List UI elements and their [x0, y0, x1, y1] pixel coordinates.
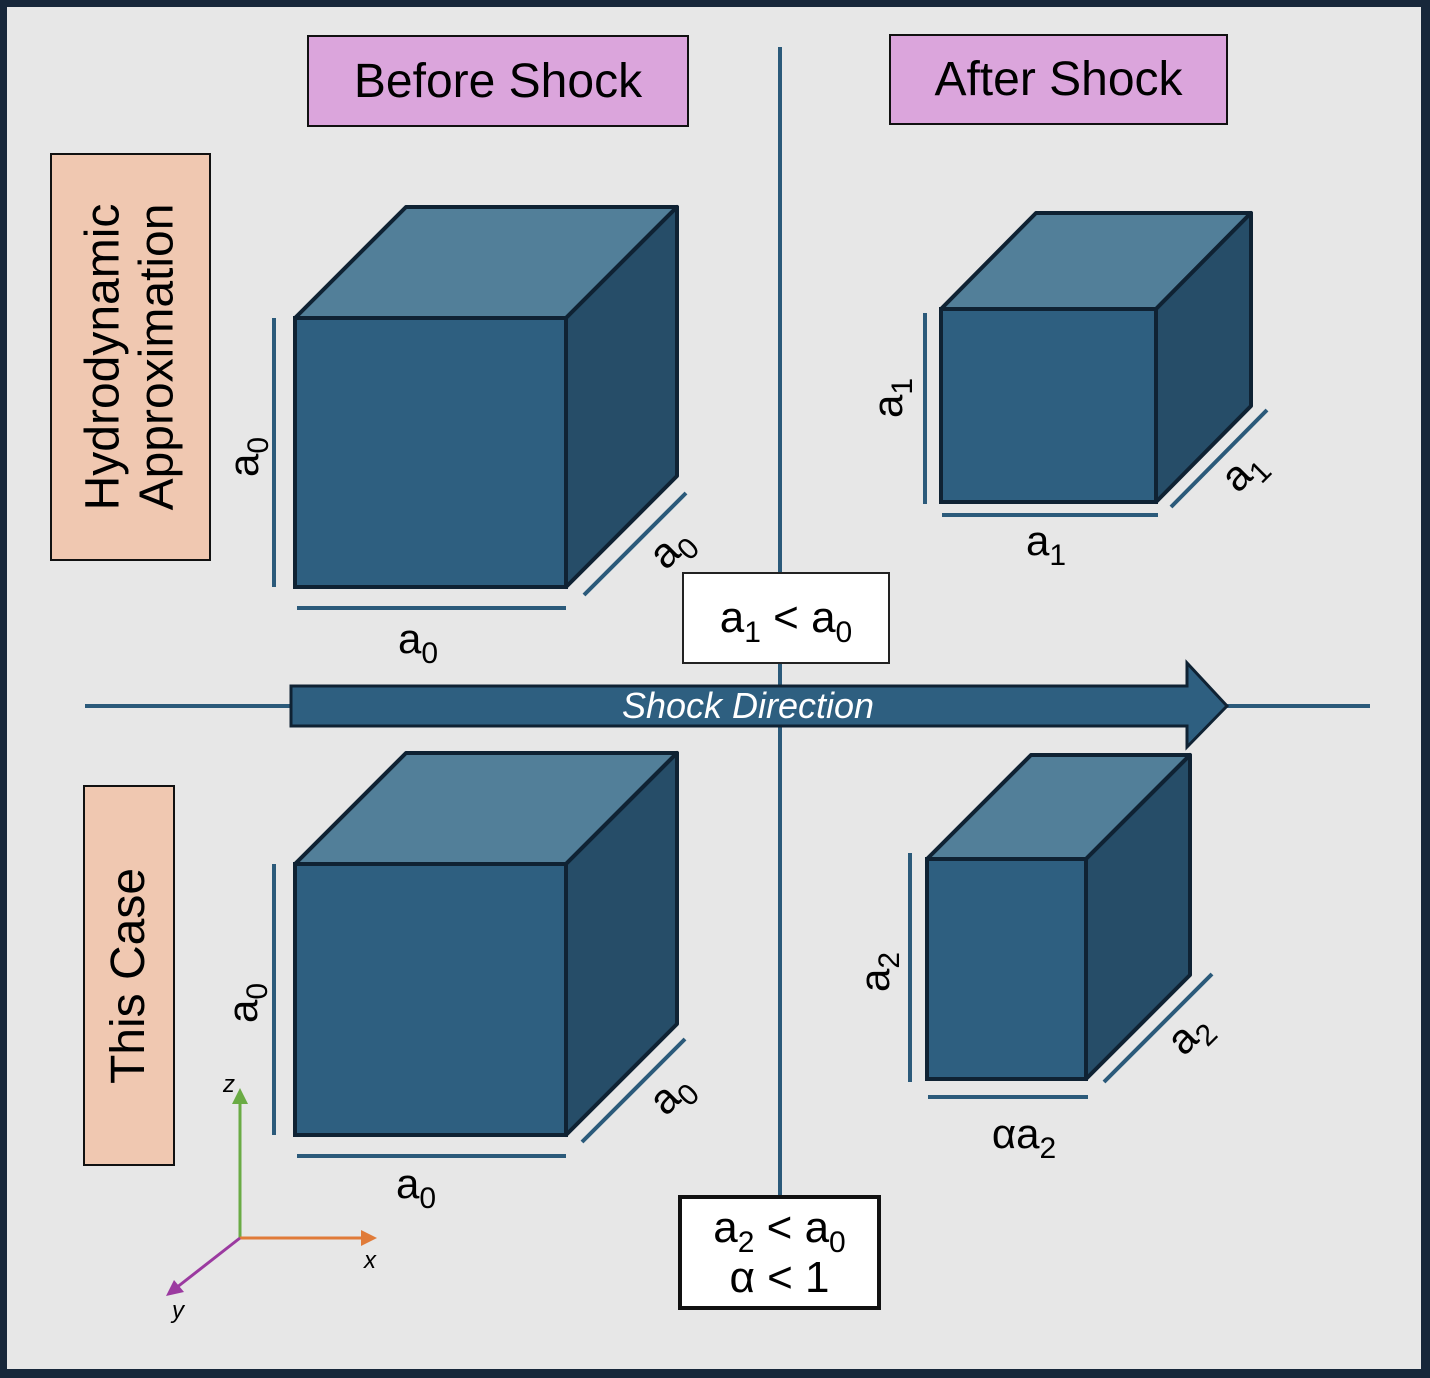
shock-direction-arrow: [289, 659, 1230, 751]
cube-front-face: [925, 857, 1088, 1081]
axis-triad: z x y: [166, 1071, 377, 1324]
label-height: a1: [864, 378, 919, 418]
cube-top-right: [939, 211, 1253, 504]
condition-bottom-line2: α < 1: [729, 1252, 830, 1302]
label-depth: a2: [1157, 1002, 1224, 1069]
z-axis-label: z: [222, 1071, 235, 1098]
label-height: a2: [851, 952, 906, 992]
diagram-canvas: Shock Direction a0 a0 a0 a1 a1 a1 a0 a0 …: [7, 7, 1421, 1369]
label-width: a1: [1026, 517, 1066, 572]
cube-front-face: [939, 307, 1158, 504]
dim-line-depth: [1102, 972, 1214, 1084]
cube-bottom-left: [293, 751, 679, 1137]
cube-front-face: [293, 862, 568, 1137]
label-width: a0: [398, 615, 438, 670]
header-this-case-label: This Case: [102, 867, 156, 1084]
z-axis-arrowhead: [232, 1088, 248, 1104]
header-before-shock: Before Shock: [307, 35, 689, 127]
header-hydrodynamic-line1: Hydrodynamic: [76, 203, 130, 511]
header-hydrodynamic-label: Hydrodynamic Approximation: [77, 204, 185, 511]
condition-box-bottom: a2 < a0 α < 1: [678, 1195, 881, 1310]
header-before-shock-label: Before Shock: [353, 54, 643, 108]
dim-line-depth: [1169, 408, 1269, 509]
cube-front-face: [293, 316, 568, 589]
label-width: a0: [396, 1160, 436, 1215]
dim-line-depth: [582, 491, 688, 597]
y-axis-label: y: [170, 1297, 186, 1324]
dim-line-depth: [580, 1037, 687, 1144]
condition-bottom-line1: a2 < a0: [713, 1202, 846, 1259]
condition-box-top: a1 < a0: [682, 572, 890, 664]
diagram-svg: Shock Direction a0 a0 a0 a1 a1 a1 a0 a0 …: [85, 47, 1370, 1324]
x-axis-label: x: [363, 1247, 377, 1274]
header-hydrodynamic-line2: Approximation: [130, 203, 184, 511]
cube-bottom-right: [925, 753, 1192, 1081]
header-this-case: This Case: [83, 785, 175, 1166]
y-axis: [175, 1236, 241, 1290]
header-after-shock: After Shock: [889, 34, 1228, 125]
label-depth: a1: [1211, 439, 1278, 506]
header-hydrodynamic-approximation: Hydrodynamic Approximation: [50, 153, 211, 561]
cube-top-left: [293, 205, 679, 589]
label-height: a0: [219, 983, 274, 1023]
condition-top-line1: a1 < a0: [719, 593, 853, 649]
label-depth: a0: [639, 1062, 706, 1129]
header-after-shock-label: After Shock: [934, 53, 1183, 106]
y-axis-arrowhead: [166, 1280, 184, 1296]
shock-direction-label: Shock Direction: [622, 685, 874, 726]
x-axis-arrowhead: [361, 1230, 377, 1246]
label-width: αa2: [992, 1110, 1056, 1165]
label-height: a0: [220, 437, 275, 477]
